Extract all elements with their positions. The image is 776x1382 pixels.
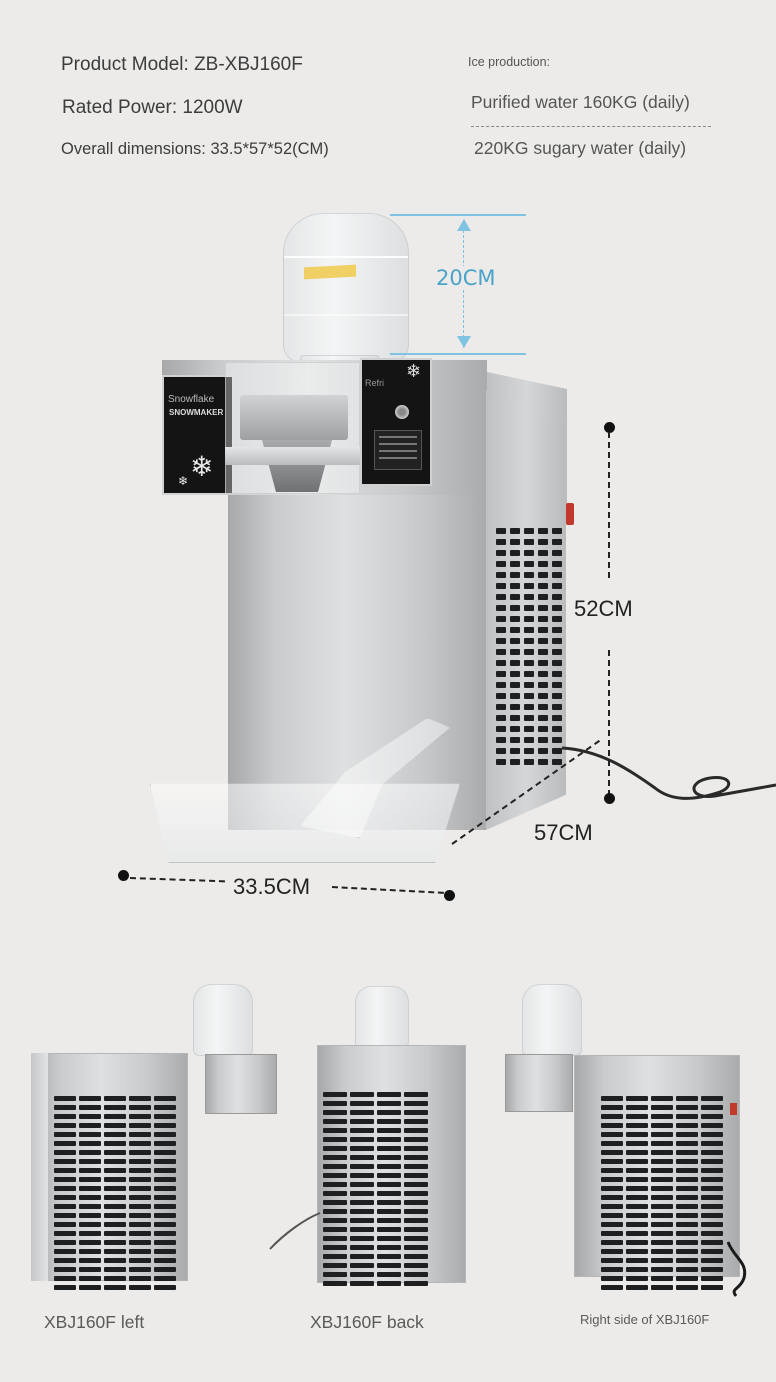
width-label: 33.5CM	[233, 874, 311, 899]
water-bottle	[283, 213, 409, 363]
height-dash-bottom	[608, 650, 610, 796]
control-panel: Refri ❄	[360, 358, 432, 486]
power-cord	[561, 746, 776, 800]
ice-production-divider	[471, 126, 711, 127]
shaving-chute	[240, 395, 348, 440]
view-left	[0, 970, 300, 1300]
ice-production-label: Ice production:	[468, 55, 550, 69]
brand-panel: Snowflake SNOWMAKER ❄ ❄	[162, 375, 234, 495]
vent-grille	[323, 1092, 428, 1286]
vent-grille	[601, 1096, 723, 1290]
arrow-up-icon	[457, 219, 471, 231]
vent-grille	[54, 1096, 176, 1290]
water-bottle	[355, 986, 409, 1048]
width-right-dot	[444, 890, 455, 901]
height-dash-top	[608, 432, 610, 578]
power-cord	[726, 1241, 747, 1297]
head-box	[205, 1054, 277, 1114]
water-bottle	[193, 984, 253, 1056]
height-label: 52CM	[574, 596, 633, 621]
view-back	[269, 970, 500, 1300]
view-back-caption: XBJ160F back	[310, 1312, 424, 1332]
snowflake-icon: ❄	[190, 451, 214, 482]
height-top-dot	[604, 422, 615, 433]
power-switch[interactable]	[566, 503, 574, 525]
brand-line1: Snowflake	[168, 394, 215, 405]
small-snowflake-icon: ❄	[178, 474, 189, 488]
body-edge	[31, 1053, 48, 1281]
view-right	[480, 970, 776, 1300]
snowflake-logo-icon: ❄	[406, 361, 422, 381]
brand-line2: SNOWMAKER	[169, 408, 224, 417]
side-vent-grille	[496, 528, 562, 765]
power-cord	[269, 1212, 321, 1250]
overall-dimensions-text: Overall dimensions: 33.5*57*52(CM)	[61, 140, 329, 158]
main-machine-illustration: 20CM Snowflake SNOWMAKER ❄ ❄ Refri ❄	[118, 213, 776, 901]
bottle-height-label: 20CM	[434, 266, 498, 290]
width-dash-right	[331, 886, 444, 894]
power-switch[interactable]	[730, 1103, 737, 1115]
arrow-down-icon	[457, 336, 471, 348]
bottle-top-line	[390, 214, 526, 216]
width-dash-left	[129, 877, 225, 883]
rated-power-text: Rated Power: 1200W	[62, 97, 243, 118]
instruction-label	[374, 430, 422, 470]
crossbar	[225, 447, 360, 465]
panel-text: Refri	[365, 378, 385, 388]
height-bottom-dot	[604, 793, 615, 804]
product-model-text: Product Model: ZB-XBJ160F	[61, 54, 303, 75]
machine-body-front	[228, 495, 486, 830]
head-box	[505, 1054, 573, 1112]
ice-tray	[150, 783, 460, 863]
view-right-caption: Right side of XBJ160F	[580, 1312, 710, 1327]
control-knob[interactable]	[395, 405, 409, 419]
ice-production-sugary: 220KG sugary water (daily)	[474, 138, 687, 158]
bottle-bottom-line	[390, 353, 526, 355]
water-bottle	[522, 984, 582, 1056]
ice-production-purified: Purified water 160KG (daily)	[471, 92, 690, 112]
width-left-dot	[118, 870, 129, 881]
depth-label: 57CM	[532, 820, 595, 846]
view-left-caption: XBJ160F left	[44, 1312, 145, 1332]
